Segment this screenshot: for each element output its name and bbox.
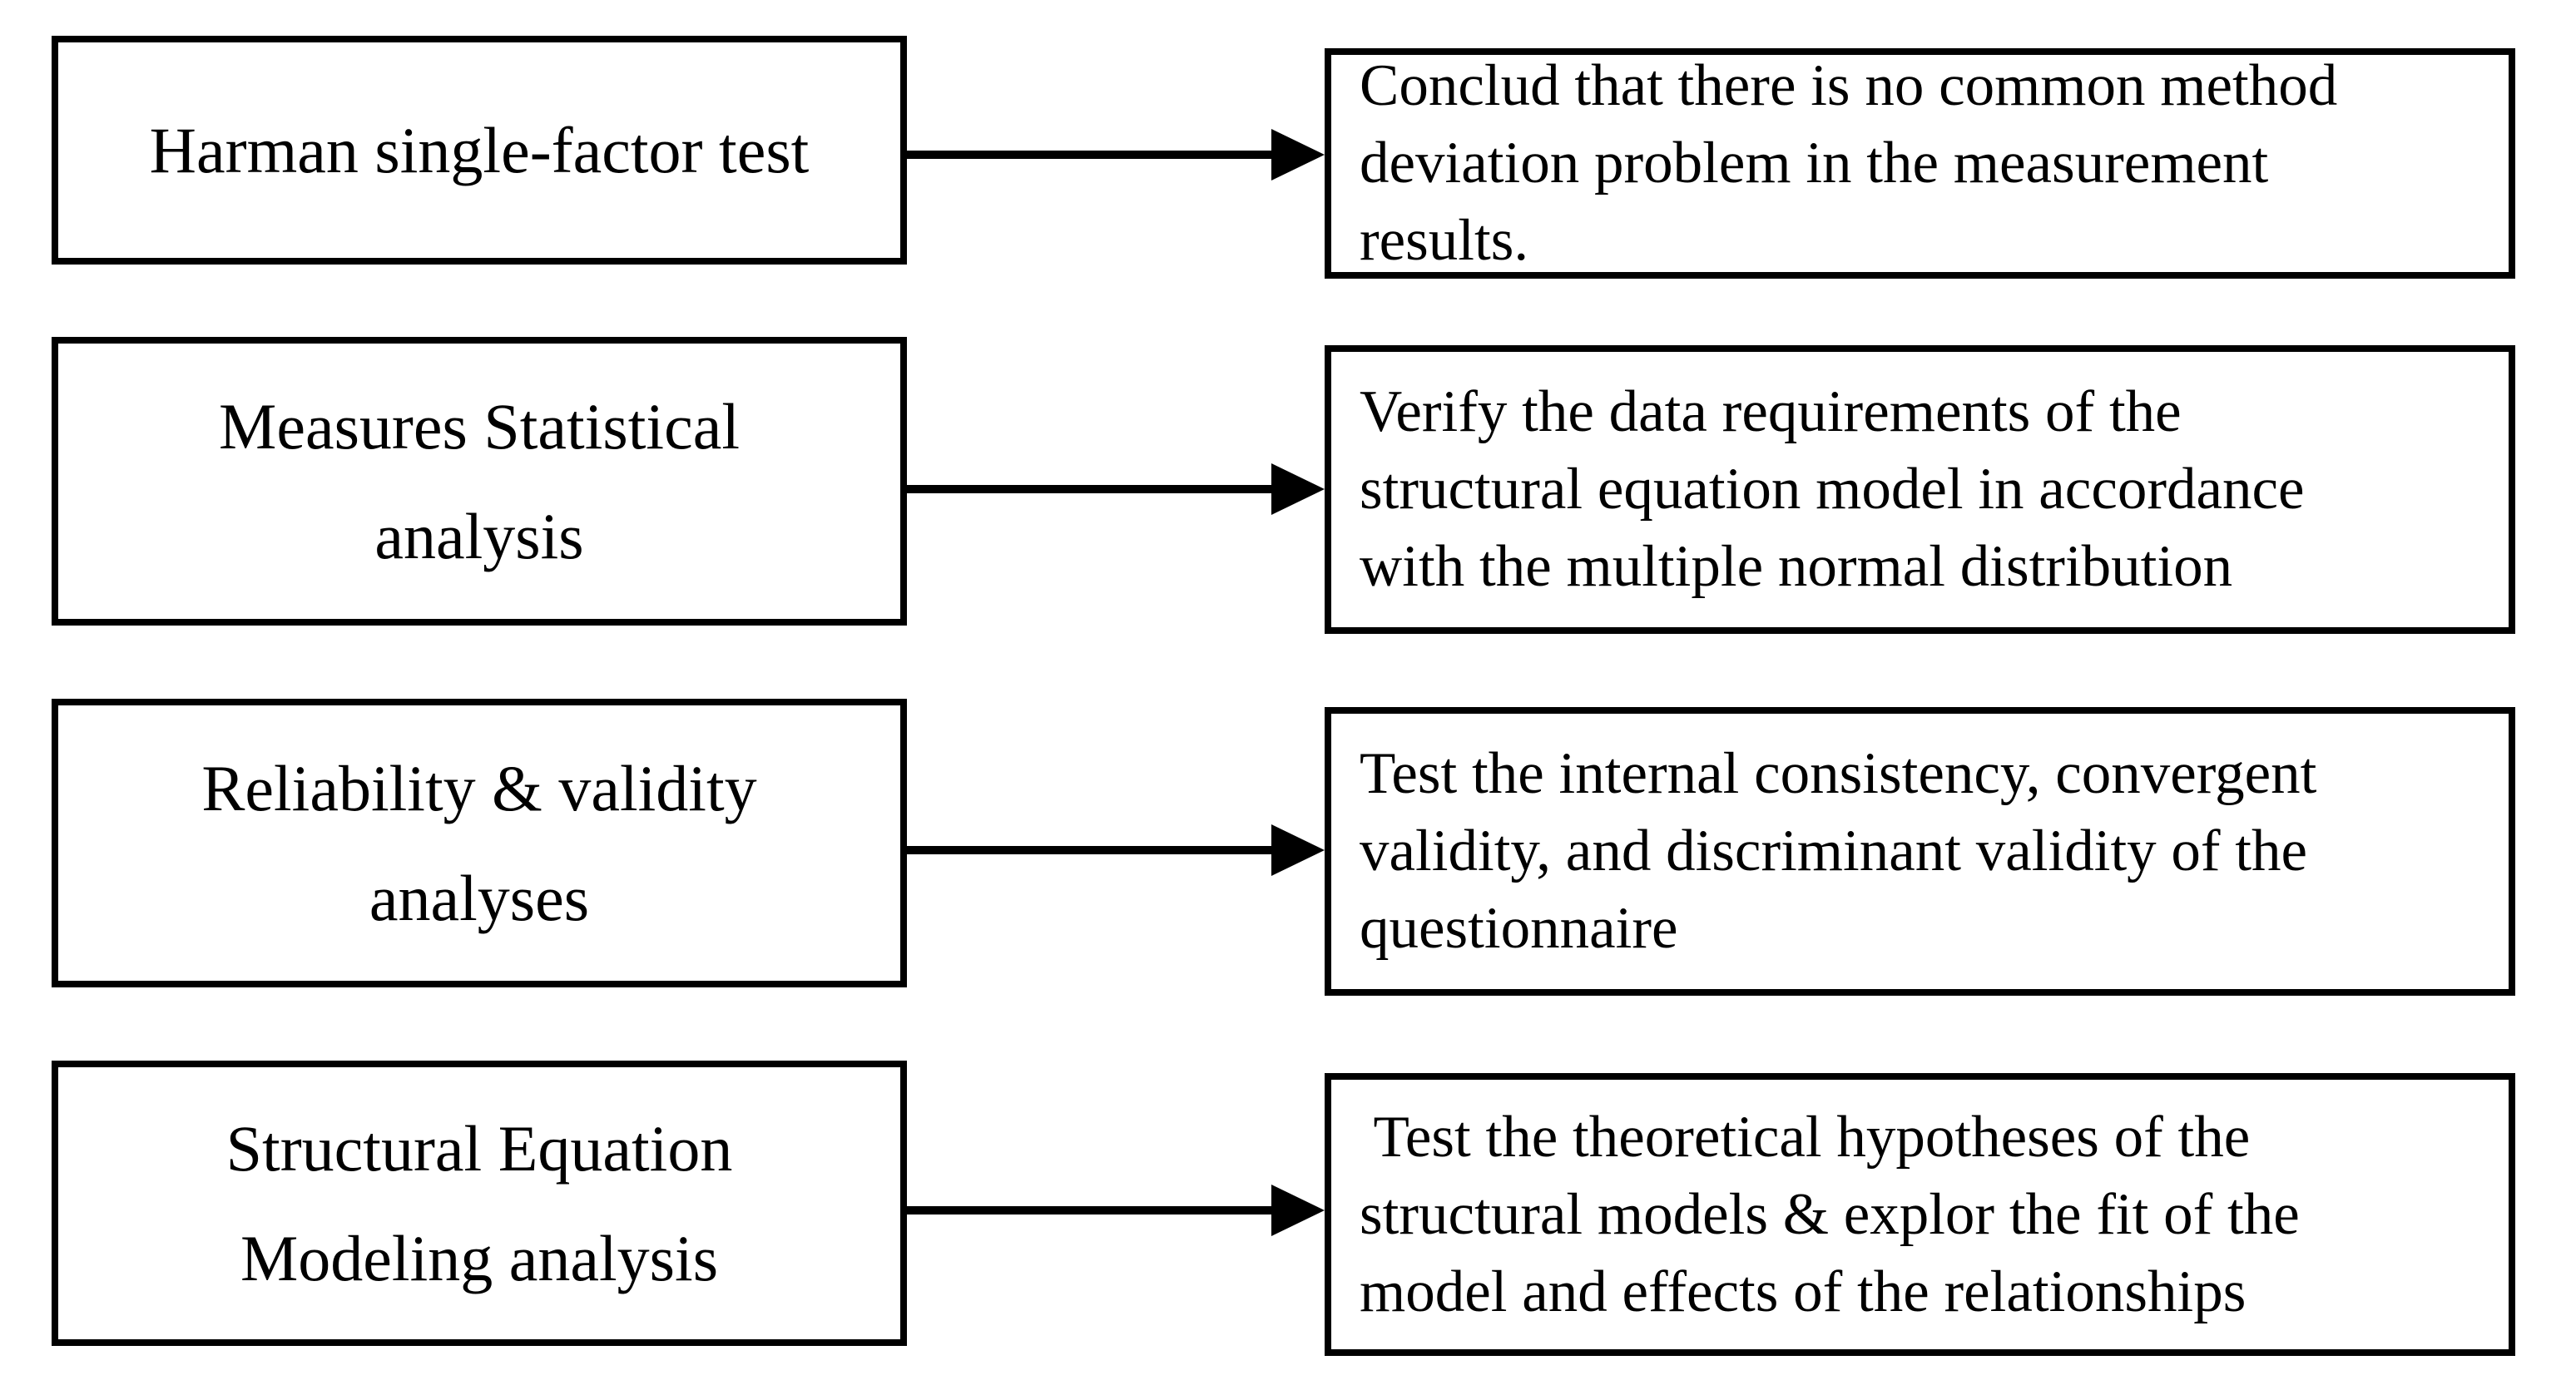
- arrow-shaft: [907, 151, 1280, 159]
- description-text: Verify the data requirements of the stru…: [1360, 379, 2305, 599]
- description-box-sem-result: Test the theoretical hypotheses of the s…: [1325, 1073, 2515, 1356]
- step-box-measures-statistical-analysis: Measures Statistical analysis: [52, 337, 907, 626]
- step-box-reliability-validity-analyses: Reliability & validity analyses: [52, 699, 907, 987]
- step-label: Structural Equation Modeling analysis: [225, 1111, 733, 1294]
- step-box-structural-equation-modeling-analysis: Structural Equation Modeling analysis: [52, 1061, 907, 1346]
- arrow-shaft: [907, 485, 1280, 493]
- step-label: Harman single-factor test: [149, 113, 810, 186]
- arrow-head-icon: [1271, 824, 1325, 876]
- description-box-reliability-result: Test the internal consistency, convergen…: [1325, 707, 2515, 996]
- arrow-head-icon: [1271, 129, 1325, 181]
- arrow-shaft: [907, 846, 1280, 854]
- description-text: Test the theoretical hypotheses of the s…: [1360, 1104, 2300, 1324]
- description-text: Conclud that there is no common method d…: [1360, 53, 2338, 273]
- description-text: Test the internal consistency, convergen…: [1360, 741, 2317, 961]
- description-box-measures-result: Verify the data requirements of the stru…: [1325, 345, 2515, 634]
- arrow-head-icon: [1271, 463, 1325, 515]
- arrow-shaft: [907, 1206, 1280, 1214]
- step-box-harman-single-factor-test: Harman single-factor test: [52, 36, 907, 265]
- step-label: Measures Statistical analysis: [218, 389, 741, 572]
- description-box-harman-result: Conclud that there is no common method d…: [1325, 48, 2515, 279]
- step-label: Reliability & validity analyses: [201, 751, 757, 934]
- arrow-head-icon: [1271, 1185, 1325, 1236]
